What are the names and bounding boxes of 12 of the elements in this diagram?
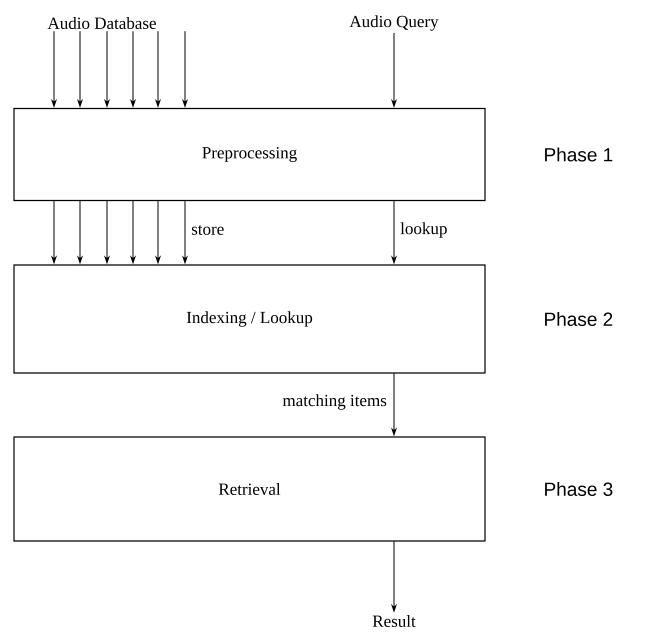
process-box: Preprocessing bbox=[13, 108, 486, 202]
edge-label: matching items bbox=[281, 393, 388, 411]
text-label: Audio Query bbox=[350, 15, 439, 31]
phase-label: Phase 3 bbox=[545, 482, 612, 496]
process-box: Retrieval bbox=[13, 436, 486, 542]
process-box: Indexing / Lookup bbox=[13, 264, 486, 374]
edge-label: store bbox=[190, 224, 226, 236]
phase-label: Phase 1 bbox=[545, 148, 612, 162]
text-label: Result bbox=[372, 615, 416, 627]
phase-label: Phase 2 bbox=[545, 312, 612, 326]
text-label: Audio Database bbox=[48, 17, 156, 29]
edge-label: lookup bbox=[399, 221, 448, 239]
